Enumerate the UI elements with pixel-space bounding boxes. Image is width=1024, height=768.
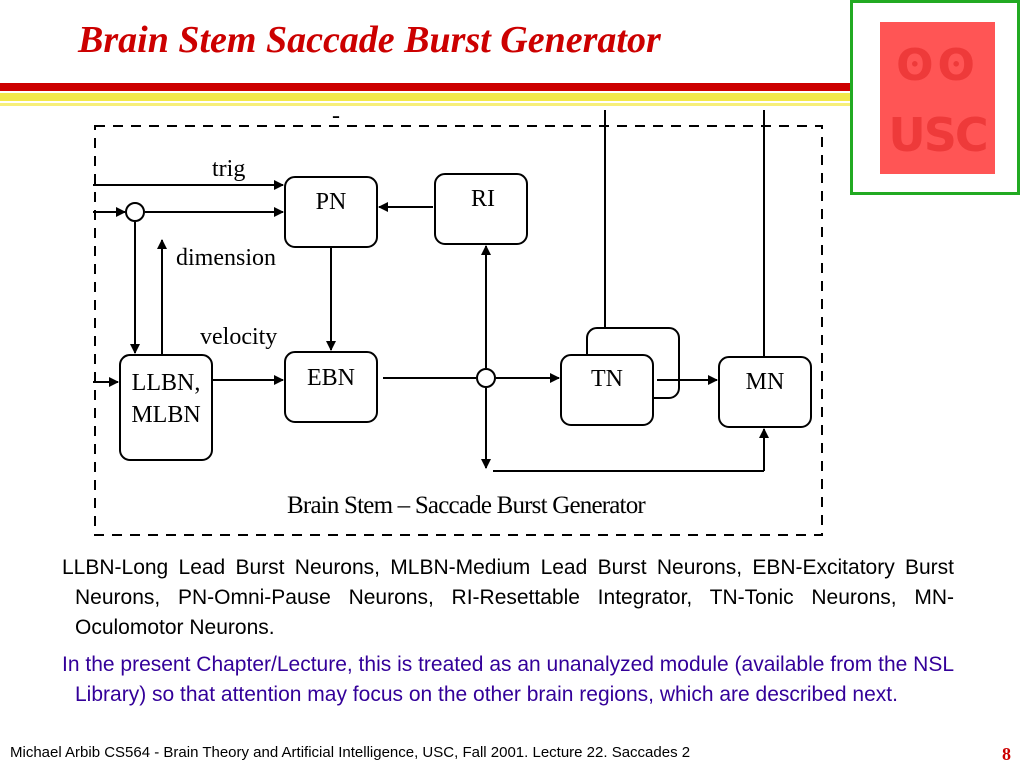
logo-emblem: ʘʘ xyxy=(896,40,979,91)
ebn-output-junction xyxy=(476,368,496,388)
tn-label: TN xyxy=(591,366,623,392)
minus-sign: - xyxy=(332,103,340,129)
ebn-label: EBN xyxy=(307,365,355,391)
module-boundary xyxy=(94,125,823,536)
usc-logo: ʘʘ USC xyxy=(880,22,995,174)
logo-frame xyxy=(850,0,1020,195)
dimension-label: dimension xyxy=(176,245,276,271)
ri-box xyxy=(434,173,528,245)
pn-label: PN xyxy=(316,189,347,215)
diagram-caption: Brain Stem – Saccade Burst Generator xyxy=(287,492,646,519)
llbn-box xyxy=(119,354,213,461)
slide-title: Brain Stem Saccade Burst Generator xyxy=(78,19,661,61)
ri-label: RI xyxy=(471,186,495,212)
header-band-yellow-thin xyxy=(0,103,850,106)
ebn-box xyxy=(284,351,378,423)
page-number: 8 xyxy=(1002,744,1011,764)
note-paragraph: In the present Chapter/Lecture, this is … xyxy=(62,653,954,706)
llbn-label-line1: LLBN, xyxy=(132,370,201,396)
velocity-label: velocity xyxy=(200,324,277,350)
trig-label: trig xyxy=(212,156,245,182)
slide-footer: Michael Arbib CS564 - Brain Theory and A… xyxy=(10,744,691,761)
logo-text: USC xyxy=(888,108,988,162)
header-band-yellow xyxy=(0,93,850,101)
header-band-red xyxy=(0,83,850,91)
tn-box xyxy=(560,354,654,426)
definitions-paragraph: LLBN-Long Lead Burst Neurons, MLBN-Mediu… xyxy=(62,556,954,639)
input-junction xyxy=(125,202,145,222)
mn-label: MN xyxy=(746,369,785,395)
llbn-label-line2: MLBN xyxy=(131,402,200,428)
